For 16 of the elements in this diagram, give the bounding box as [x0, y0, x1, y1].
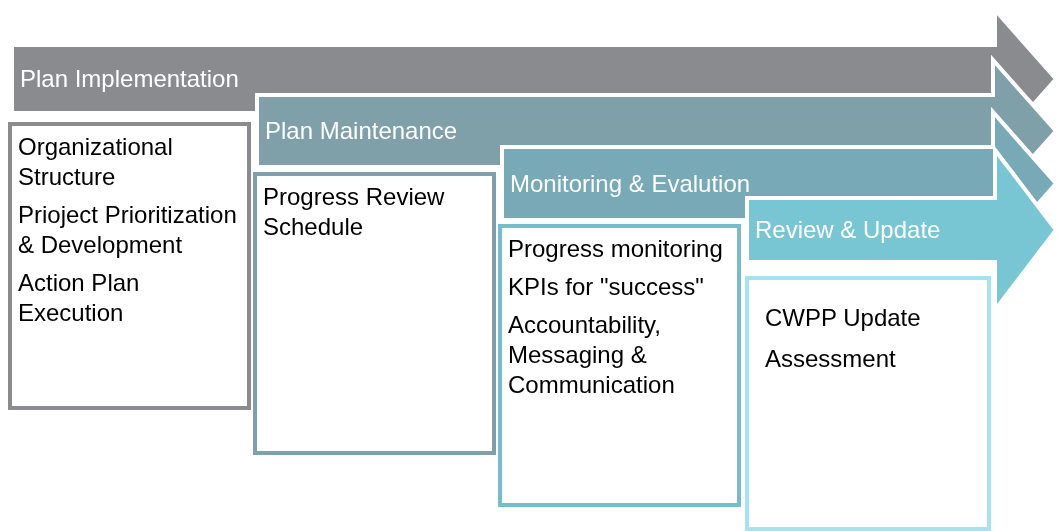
stage-title: Plan Implementation	[20, 67, 239, 91]
content-panel	[498, 224, 741, 507]
item-text: Organizational Structure	[18, 132, 174, 192]
content-panel	[253, 172, 496, 455]
stage-title: Plan Maintenance	[265, 119, 458, 143]
content-panel	[8, 122, 251, 410]
item-text: Accountability, Messaging & Communication	[508, 310, 676, 400]
content-panel	[745, 276, 991, 531]
item-text: Action Plan Execution	[18, 268, 141, 328]
item-text: KPIs for "success"	[508, 272, 705, 302]
stage-title: Review & Update	[755, 218, 941, 242]
item-text: Progress Review Schedule	[263, 182, 446, 242]
stage-title: Monitoring & Evalution	[510, 171, 751, 196]
item-text: Prioject Prioritization & Development	[18, 200, 238, 260]
item-text: Progress monitoring	[508, 234, 724, 264]
item-text: CWPP Update Assessment	[765, 303, 922, 374]
